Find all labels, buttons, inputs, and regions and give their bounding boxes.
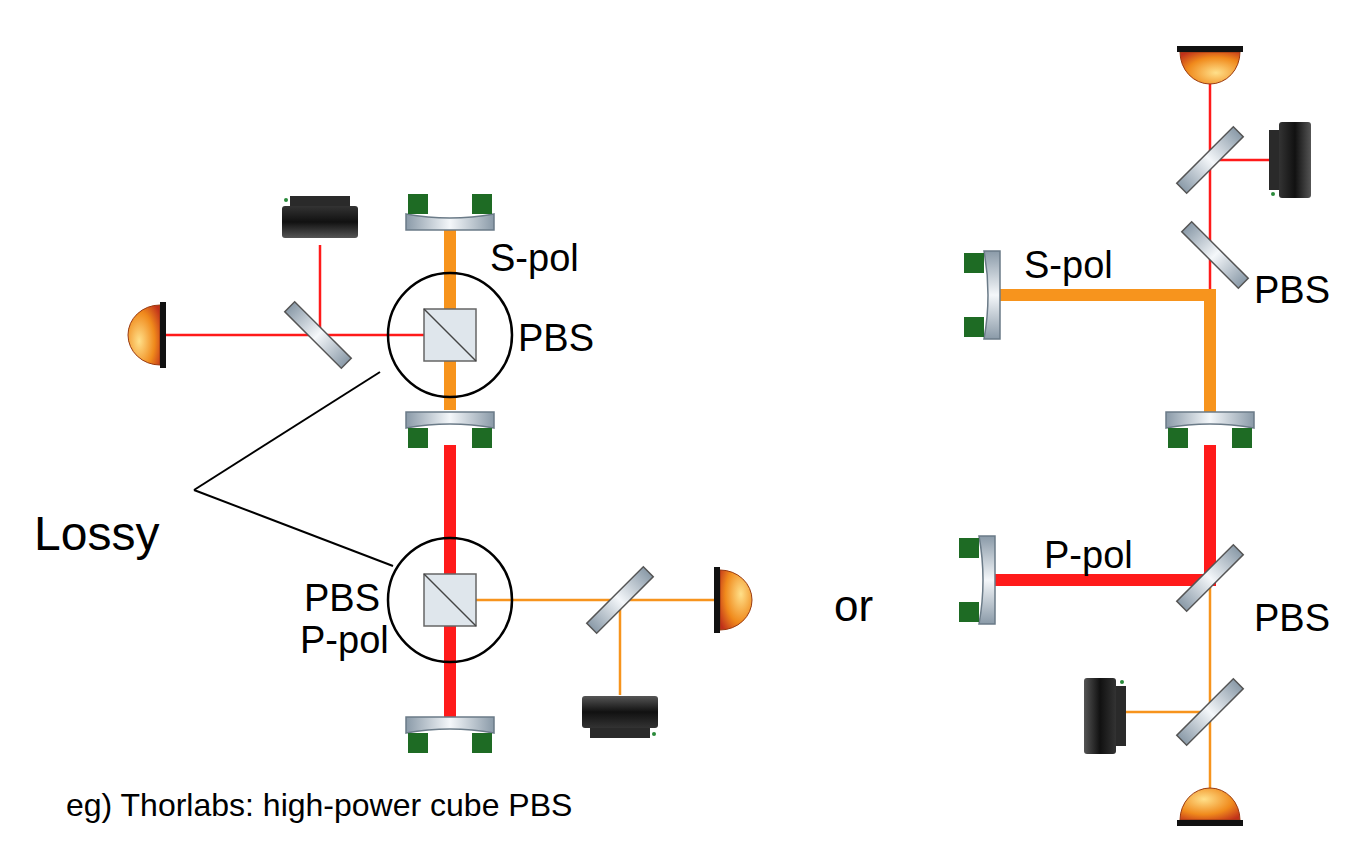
polarization-label: P-pol — [298, 620, 391, 662]
separator-word: or — [832, 582, 875, 630]
component-label: PBS — [516, 318, 596, 360]
note-text: eg) Thorlabs: high-power cube PBS — [64, 788, 574, 823]
component-label: PBS — [1252, 270, 1332, 312]
component-label: PBS — [302, 578, 382, 620]
annotation-label: Lossy — [32, 508, 161, 561]
component-label: PBS — [1252, 598, 1332, 640]
polarization-label: S-pol — [488, 238, 581, 280]
polarization-label: P-pol — [1042, 535, 1135, 577]
polarization-label: S-pol — [1022, 245, 1115, 287]
